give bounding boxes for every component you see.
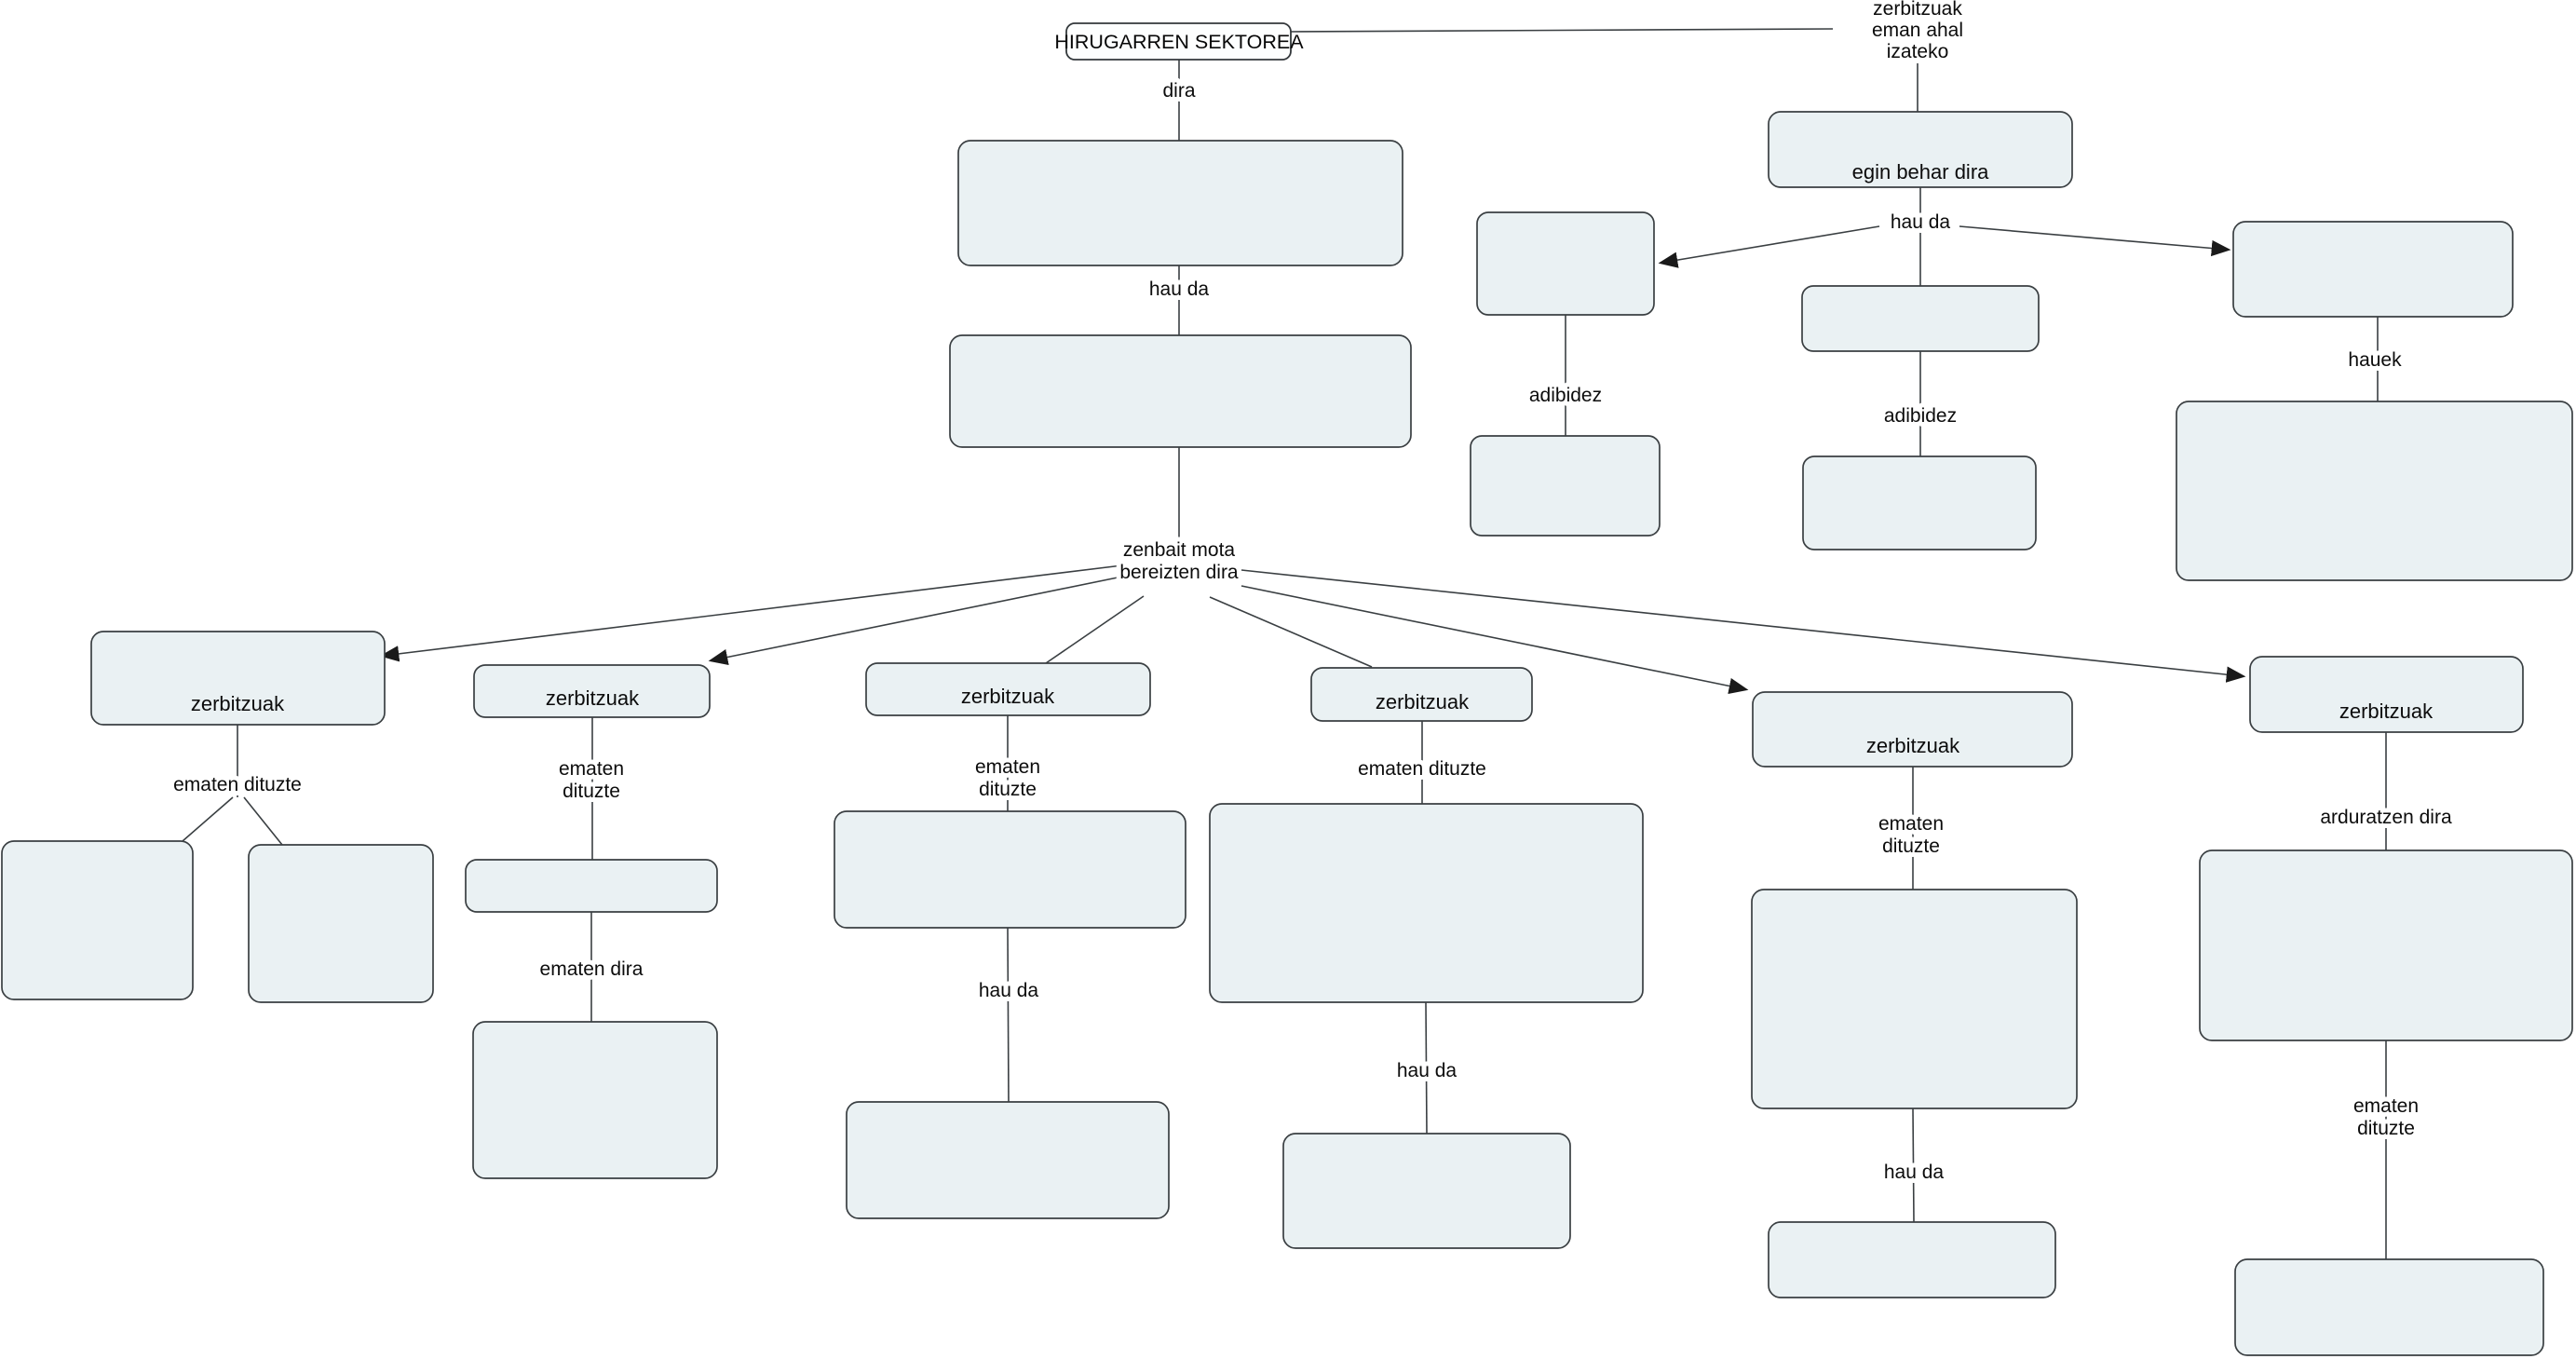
- concept-nodes: [1, 22, 2573, 1356]
- edge-b5-big-bot: [1912, 1108, 1915, 1223]
- branch1-zerbitzuak-label: zerbitzuak: [191, 692, 285, 715]
- branch3-zerbitzuak-label: zerbitzuak: [961, 685, 1055, 708]
- cluster-right-hauek-box[interactable]: [2176, 401, 2573, 581]
- connector-lines: [182, 28, 2387, 1259]
- link-eman-ahal-line3[interactable]: izateko: [1882, 36, 1954, 67]
- branch5-zerbitzuak-node[interactable]: [1752, 691, 2073, 768]
- egin-behar-dira-node[interactable]: [1768, 111, 2073, 188]
- cluster-left-example-box[interactable]: [1470, 435, 1661, 537]
- edge-hub-to-branch6-arrow: [1241, 569, 2246, 683]
- link-adibidez-left[interactable]: adibidez: [1525, 380, 1607, 411]
- branch4-bottom-box[interactable]: [1282, 1133, 1571, 1249]
- link-b5-hau-da[interactable]: hau da: [1879, 1157, 1949, 1188]
- egin-behar-dira-label: egin behar dira: [1852, 160, 1990, 183]
- link-zenbait-mota-line1[interactable]: zenbait mota: [1119, 535, 1241, 565]
- link-b3-ematen[interactable]: ematen: [970, 752, 1045, 782]
- link-b2-ematen[interactable]: ematen: [554, 754, 629, 784]
- edge-hub-to-branch5-arrow: [1241, 585, 1749, 695]
- branch2-zerbitzuak-label: zerbitzuak: [546, 686, 640, 710]
- link-eman-ahal-line1[interactable]: zerbitzuak: [1868, 0, 1967, 24]
- link-eman-ahal-line2[interactable]: eman ahal: [1867, 15, 1968, 46]
- edge-b3-mid-bot: [1007, 927, 1010, 1103]
- edge-hub-to-branch1-arrow: [379, 564, 1123, 662]
- link-dira[interactable]: dira: [1158, 75, 1200, 106]
- branch4-big-box[interactable]: [1209, 803, 1644, 1003]
- linking-phrases: dira hau da zenbait mota bereizten dira …: [169, 0, 2457, 1188]
- branch6-zerbitzuak-node[interactable]: [2249, 656, 2524, 733]
- link-b4-hau-da[interactable]: hau da: [1392, 1055, 1462, 1086]
- branch3-bottom-box[interactable]: [846, 1101, 1170, 1219]
- link-b6-ematen[interactable]: ematen: [2349, 1091, 2423, 1121]
- branch6-big-box[interactable]: [2199, 849, 2573, 1041]
- link-b6-arduratzen-dira[interactable]: arduratzen dira: [2315, 802, 2457, 833]
- edge-hauda-to-boxRL-arrow: [1658, 225, 1880, 268]
- edge-b1-child1: [182, 796, 234, 842]
- branch2-zerbitzuak-node[interactable]: [473, 664, 711, 718]
- link-b5-ematen[interactable]: ematen: [1874, 809, 1948, 839]
- node-labels: HIRUGARREN SEKTOREA egin behar dira zerb…: [191, 31, 2434, 757]
- edge-b1-child2: [243, 796, 283, 846]
- link-b5-dituzte[interactable]: dituzte: [1878, 831, 1945, 862]
- root-node[interactable]: [1065, 22, 1292, 61]
- link-b4-ematen-dituzte[interactable]: ematen dituzte: [1353, 754, 1491, 784]
- branch6-zerbitzuak-label: zerbitzuak: [2339, 700, 2434, 723]
- spine-box-2[interactable]: [949, 334, 1412, 448]
- edge-b4-big-bot: [1425, 1001, 1428, 1135]
- branch3-zerbitzuak-node[interactable]: [865, 662, 1151, 716]
- link-b3-hau-da[interactable]: hau da: [974, 975, 1044, 1006]
- edge-hub-to-branch4: [1209, 596, 1373, 668]
- edge-hub-to-branch3: [1045, 595, 1145, 664]
- branch6-bottom-box[interactable]: [2234, 1258, 2544, 1356]
- branch4-zerbitzuak-label: zerbitzuak: [1376, 690, 1470, 713]
- branch1-child2-box[interactable]: [248, 844, 434, 1003]
- link-b3-dituzte[interactable]: dituzte: [974, 774, 1041, 805]
- cluster-left-box[interactable]: [1476, 211, 1655, 316]
- link-b1-ematen-dituzte[interactable]: ematen dituzte: [169, 769, 306, 800]
- branch4-zerbitzuak-node[interactable]: [1310, 667, 1533, 722]
- branch3-middle-box[interactable]: [834, 810, 1186, 929]
- link-hau-da-spine[interactable]: hau da: [1145, 274, 1214, 305]
- cluster-right-box[interactable]: [2232, 221, 2514, 318]
- branch1-child1-box[interactable]: [1, 840, 194, 1000]
- spine-box-1[interactable]: [957, 140, 1403, 266]
- edge-hauda-to-boxRR-arrow: [1959, 225, 2231, 257]
- link-b2-ematen-dira[interactable]: ematen dira: [536, 954, 648, 985]
- link-hau-da-cluster[interactable]: hau da: [1886, 207, 1956, 238]
- branch1-zerbitzuak-node[interactable]: [90, 631, 386, 726]
- edge-title-to-emanahal: [1290, 28, 1834, 33]
- link-zenbait-mota-line2[interactable]: bereizten dira: [1115, 557, 1243, 588]
- branch2-bottom-box[interactable]: [472, 1021, 718, 1179]
- branch5-bottom-box[interactable]: [1768, 1221, 2056, 1298]
- branch5-zerbitzuak-label: zerbitzuak: [1866, 734, 1960, 757]
- root-node-label: HIRUGARREN SEKTOREA: [1054, 31, 1304, 53]
- link-hauek[interactable]: hauek: [2343, 345, 2407, 375]
- cluster-middle-example-box[interactable]: [1802, 455, 2037, 550]
- edge-hub-to-branch2-arrow: [708, 576, 1123, 666]
- cluster-middle-box[interactable]: [1801, 285, 2040, 352]
- link-adibidez-middle[interactable]: adibidez: [1879, 401, 1961, 431]
- link-b2-dituzte[interactable]: dituzte: [558, 776, 625, 807]
- branch2-middle-box[interactable]: [465, 859, 718, 913]
- branch5-big-box[interactable]: [1751, 889, 2078, 1109]
- link-b6-dituzte[interactable]: dituzte: [2352, 1113, 2420, 1144]
